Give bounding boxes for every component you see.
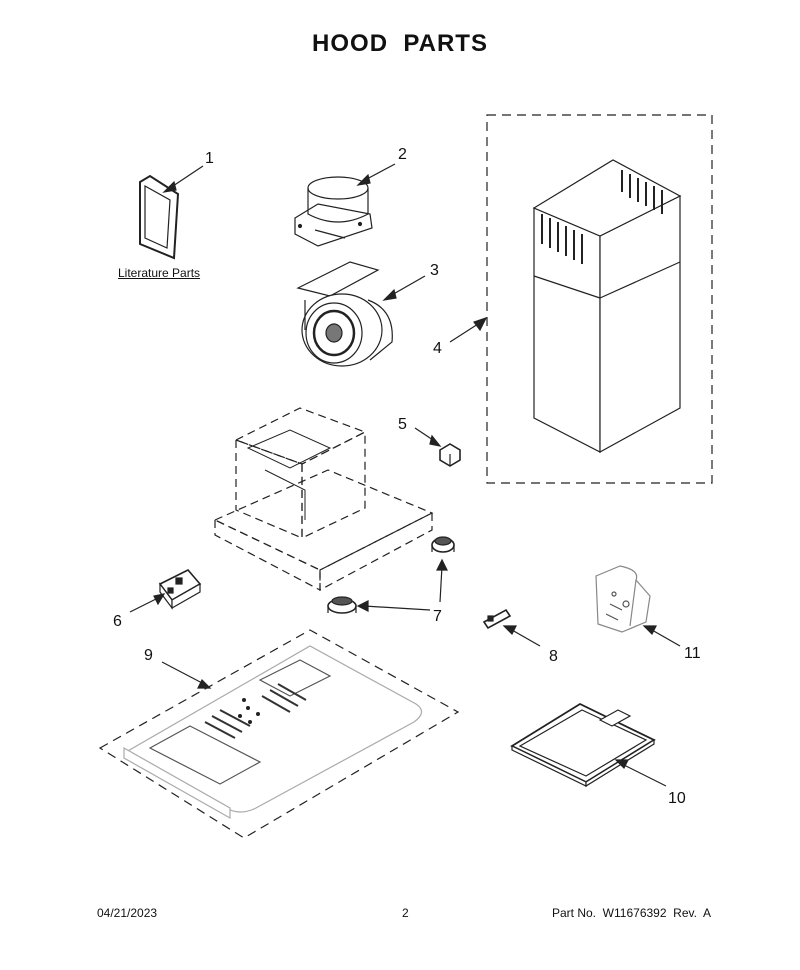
footer-part-number: Part No. W11676392 Rev. A bbox=[552, 906, 711, 920]
leader-9 bbox=[161, 661, 205, 685]
leader-11 bbox=[651, 629, 681, 647]
part-2-damper[interactable] bbox=[294, 176, 373, 247]
leader-7a bbox=[363, 605, 431, 611]
leader-6 bbox=[129, 597, 159, 613]
part-4-group-box bbox=[486, 114, 713, 484]
callout-3: 3 bbox=[430, 262, 439, 279]
leader-2 bbox=[364, 163, 396, 181]
arrow-4 bbox=[473, 316, 488, 332]
hood-body-details bbox=[246, 429, 332, 520]
part-7-knob-a[interactable] bbox=[431, 536, 455, 553]
leader-1 bbox=[169, 165, 204, 189]
arrow-10 bbox=[614, 759, 629, 770]
leader-10 bbox=[621, 763, 667, 787]
hood-body-housing bbox=[213, 407, 434, 592]
arrow-7b bbox=[436, 558, 448, 571]
leader-3 bbox=[389, 275, 426, 297]
title-word-2: PARTS bbox=[403, 30, 488, 57]
callout-1: 1 bbox=[205, 150, 214, 167]
arrow-7a bbox=[356, 600, 369, 612]
page-title: HOOD PARTS bbox=[0, 30, 800, 58]
callout-9: 9 bbox=[144, 647, 153, 664]
part-1-literature[interactable] bbox=[139, 174, 180, 260]
footer-date: 04/21/2023 bbox=[97, 906, 158, 920]
part-9-canopy[interactable] bbox=[98, 629, 460, 839]
part-7-knob-b[interactable] bbox=[327, 596, 357, 614]
part-6-control-board[interactable] bbox=[158, 569, 202, 610]
callout-4: 4 bbox=[433, 340, 442, 357]
arrow-8 bbox=[502, 625, 517, 636]
arrow-9 bbox=[197, 678, 212, 689]
part-10-filter[interactable] bbox=[510, 702, 656, 788]
part-8-bracket[interactable] bbox=[482, 608, 512, 630]
callout-6: 6 bbox=[113, 613, 122, 630]
footer-page-number: 2 bbox=[402, 906, 409, 920]
callout-7: 7 bbox=[433, 608, 442, 625]
callout-8: 8 bbox=[549, 648, 558, 665]
part-3-blower[interactable] bbox=[296, 261, 393, 367]
callout-5: 5 bbox=[398, 416, 407, 433]
arrow-3 bbox=[382, 288, 397, 301]
literature-parts-label: Literature Parts bbox=[118, 266, 201, 280]
callout-2: 2 bbox=[398, 146, 407, 163]
leader-7b bbox=[439, 565, 443, 603]
leader-4 bbox=[449, 323, 479, 343]
arrow-11 bbox=[642, 625, 657, 636]
title-word-1: HOOD bbox=[312, 30, 389, 57]
callout-11: 11 bbox=[684, 645, 701, 662]
leader-8 bbox=[511, 629, 541, 647]
part-11-hardware-bag[interactable] bbox=[595, 565, 651, 633]
arrow-6 bbox=[153, 593, 166, 606]
callout-10: 10 bbox=[668, 790, 686, 807]
part-4-chimney[interactable] bbox=[532, 159, 682, 454]
part-5-clip[interactable] bbox=[439, 443, 461, 467]
arrow-5 bbox=[429, 434, 442, 447]
arrow-2 bbox=[356, 173, 371, 186]
arrow-1 bbox=[162, 180, 177, 193]
